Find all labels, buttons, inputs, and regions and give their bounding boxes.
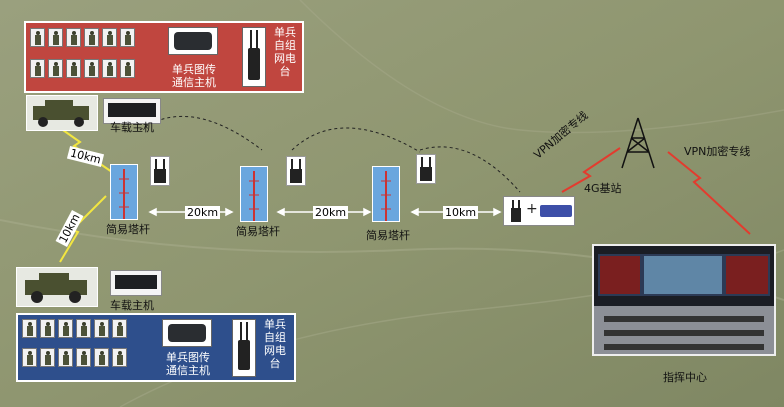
tower-1-image xyxy=(110,164,138,220)
soldier-icon xyxy=(112,348,127,367)
soldier-icon xyxy=(48,28,63,47)
red-link-right xyxy=(667,151,751,235)
image-transmission-host-icon xyxy=(168,27,218,55)
distance-tower-1-2: 20km xyxy=(185,206,221,219)
distance-tower-3-gateway: 10km xyxy=(443,206,479,219)
tower-3-image xyxy=(372,166,400,222)
soldier-icon xyxy=(40,319,55,338)
dashed-link-2 xyxy=(291,127,421,153)
soldier-grid xyxy=(30,28,135,78)
military-vehicle-icon xyxy=(33,100,89,127)
soldier-icon xyxy=(58,348,73,367)
soldier-icon xyxy=(76,348,91,367)
soldier-grid xyxy=(22,319,127,367)
distance-tower-2-3: 20km xyxy=(313,206,349,219)
4g-router-icon xyxy=(540,205,572,217)
plus-sign: + xyxy=(526,201,538,217)
vpn-link-right-label: VPN加密专线 xyxy=(684,145,751,158)
soldier-icon xyxy=(120,28,135,47)
vehicle-host-top-icon xyxy=(103,98,161,124)
soldier-icon xyxy=(40,348,55,367)
soldier-icon xyxy=(66,28,81,47)
soldier-group-red-panel: 单兵图传 通信主机 单兵 自组 网电 台 xyxy=(24,21,304,93)
tower-1-radio-icon xyxy=(150,156,170,186)
vehicle-bottom-image xyxy=(16,267,98,307)
soldier-icon xyxy=(84,28,99,47)
tower-3-label: 简易塔杆 xyxy=(366,229,410,242)
soldier-icon xyxy=(30,59,45,78)
base-station-tower-icon xyxy=(621,117,655,169)
command-center-image xyxy=(592,244,776,356)
tower-2-radio-icon xyxy=(286,156,306,186)
military-vehicle-icon xyxy=(25,273,87,303)
soldier-icon xyxy=(102,28,117,47)
soldier-icon xyxy=(22,348,37,367)
vehicle-top-image xyxy=(26,95,98,131)
vehicle-host-bottom-label: 车载主机 xyxy=(110,299,154,312)
soldier-icon xyxy=(120,59,135,78)
tower-1-label: 简易塔杆 xyxy=(106,223,150,236)
gateway-box: + xyxy=(503,196,575,226)
soldier-icon xyxy=(102,59,117,78)
soldier-icon xyxy=(76,319,91,338)
soldier-icon xyxy=(94,319,109,338)
gateway-radio-icon xyxy=(510,200,522,222)
tower-2-label: 简易塔杆 xyxy=(236,225,280,238)
red-link-left xyxy=(561,147,621,193)
ad-hoc-radio-icon xyxy=(242,27,266,87)
soldier-icon xyxy=(66,59,81,78)
soldier-icon xyxy=(94,348,109,367)
command-center-label: 指挥中心 xyxy=(663,371,707,384)
vehicle-host-top-label: 车载主机 xyxy=(110,121,154,134)
tower-icon xyxy=(381,171,391,221)
soldier-group-blue-panel: 单兵图传 通信主机 单兵 自组 网电 台 xyxy=(16,313,296,382)
base-station-label: 4G基站 xyxy=(584,182,622,195)
tower-icon xyxy=(119,169,129,219)
tower-3-radio-icon xyxy=(416,154,436,184)
vehicle-host-bottom-icon xyxy=(110,270,162,296)
soldier-icon xyxy=(22,319,37,338)
ad-hoc-radio-label: 单兵 自组 网电 台 xyxy=(274,26,296,78)
video-wall xyxy=(598,254,770,296)
ad-hoc-radio-label: 单兵 自组 网电 台 xyxy=(264,318,286,370)
tower-2-image xyxy=(240,166,268,222)
image-transmission-host-label: 单兵图传 通信主机 xyxy=(172,63,216,89)
soldier-icon xyxy=(48,59,63,78)
dashed-link-3 xyxy=(419,146,521,193)
soldier-icon xyxy=(84,59,99,78)
image-transmission-host-icon xyxy=(162,319,212,347)
image-transmission-host-label: 单兵图传 通信主机 xyxy=(166,351,210,377)
ad-hoc-radio-icon xyxy=(232,319,256,377)
soldier-icon xyxy=(58,319,73,338)
tower-icon xyxy=(249,171,259,221)
soldier-icon xyxy=(30,28,45,47)
soldier-icon xyxy=(112,319,127,338)
